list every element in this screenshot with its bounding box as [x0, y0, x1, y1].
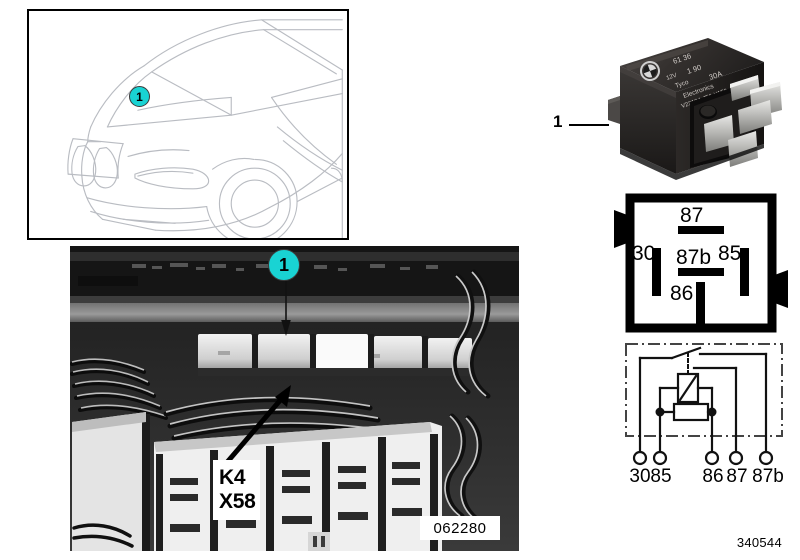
terminal-node-87: [728, 450, 744, 466]
pin-label-87b: 87b: [676, 246, 711, 269]
pin-blade-87b: [678, 268, 724, 276]
component-label-line1: K4: [219, 466, 246, 490]
pin-label-87: 87: [680, 204, 703, 227]
junction-dot-85: [655, 407, 665, 417]
terminal-node-30: [632, 450, 648, 466]
relay-circuit-schematic-panel: 30 85 86 87 87b: [616, 340, 796, 488]
pin-blade-85: [740, 248, 749, 296]
terminal-node-86: [704, 450, 720, 466]
terminal-node-85: [652, 450, 668, 466]
pin-blade-87: [678, 226, 724, 234]
callout-vehicle-label: 1: [136, 89, 143, 104]
relay-terminal-layout: 87 30 87b 85 86: [614, 193, 788, 333]
photo-image-number-plate: 062280: [420, 516, 500, 540]
vehicle-line-drawing-panel: [27, 9, 349, 240]
svg-text:1 90: 1 90: [686, 63, 703, 76]
schematic-label-87: 87: [726, 466, 747, 487]
schematic-label-86: 86: [702, 466, 723, 487]
k4-pointer-arrow-icon: [221, 385, 291, 469]
relay-terminal-layout-panel: 87 30 87b 85 86: [612, 192, 792, 334]
callout-marker-photo: 1: [268, 249, 300, 281]
pin-blade-30: [652, 248, 661, 296]
junction-dot-86: [707, 407, 717, 417]
component-label-line2: X58: [219, 490, 256, 513]
terminal-node-87b: [758, 450, 774, 466]
pin-label-30: 30: [632, 242, 655, 265]
figure-number: 340544: [736, 535, 782, 550]
relay-component-photo: 61 36 1 90 30A 12V Tyco Electronics V231…: [608, 38, 782, 180]
relay-component-photo-panel: 61 36 1 90 30A 12V Tyco Electronics V231…: [604, 28, 789, 188]
vehicle-line-drawing: [67, 19, 343, 238]
pin-label-85: 85: [718, 242, 741, 265]
schematic-label-85: 85: [650, 466, 671, 487]
schematic-enclosure: [625, 343, 783, 437]
schematic-label-30: 30: [629, 466, 650, 487]
pin-label-86: 86: [670, 282, 693, 305]
callout-photo-label: 1: [278, 255, 289, 275]
relay-leader-label: 1: [553, 112, 563, 131]
svg-text:30A: 30A: [708, 69, 724, 82]
callout-arrow-icon: [281, 278, 291, 336]
component-label-k4-x58: K4 X58: [213, 460, 260, 520]
photo-image-number: 062280: [433, 519, 487, 537]
callout-marker-vehicle: 1: [129, 86, 150, 107]
relay-circuit-schematic: 30 85 86 87 87b: [625, 343, 784, 487]
schematic-label-87b: 87b: [752, 466, 784, 487]
relay-leader-line: [569, 124, 609, 126]
svg-text:Tyco: Tyco: [674, 79, 690, 90]
pin-blade-86: [696, 282, 705, 324]
svg-text:12V: 12V: [666, 73, 678, 82]
